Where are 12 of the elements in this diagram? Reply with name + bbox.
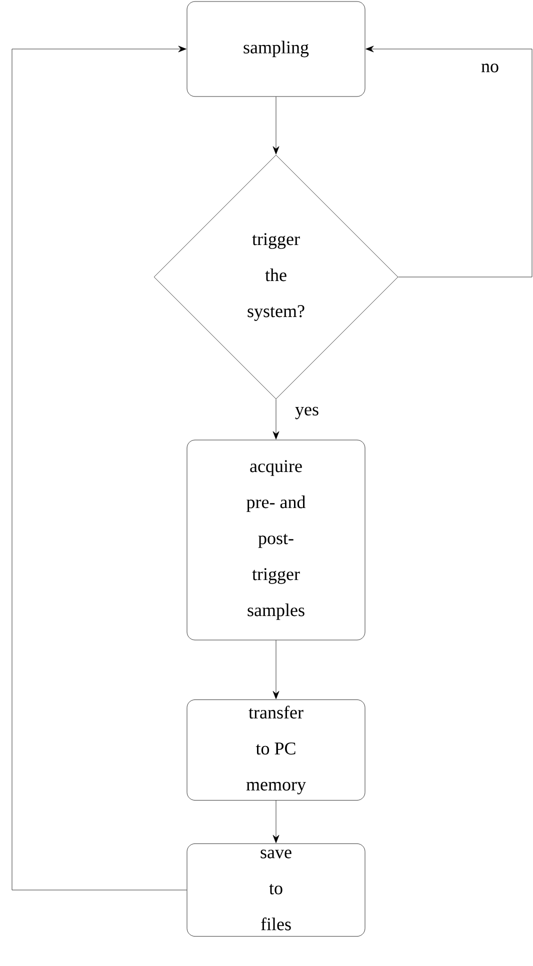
process-box: acquire pre- and post-trigger samples	[186, 440, 366, 640]
arrow	[366, 46, 532, 278]
arrow	[272, 96, 280, 154]
process-box: save to files	[186, 843, 366, 937]
arrow	[12, 46, 187, 890]
edge-label: yes	[294, 406, 320, 420]
arrow	[272, 800, 280, 844]
edge-label: no	[480, 62, 500, 74]
arrow	[272, 399, 280, 440]
arrow	[272, 640, 280, 700]
process-box: transfer to PC memory	[186, 700, 366, 800]
process-box: sampling	[186, 1, 366, 97]
